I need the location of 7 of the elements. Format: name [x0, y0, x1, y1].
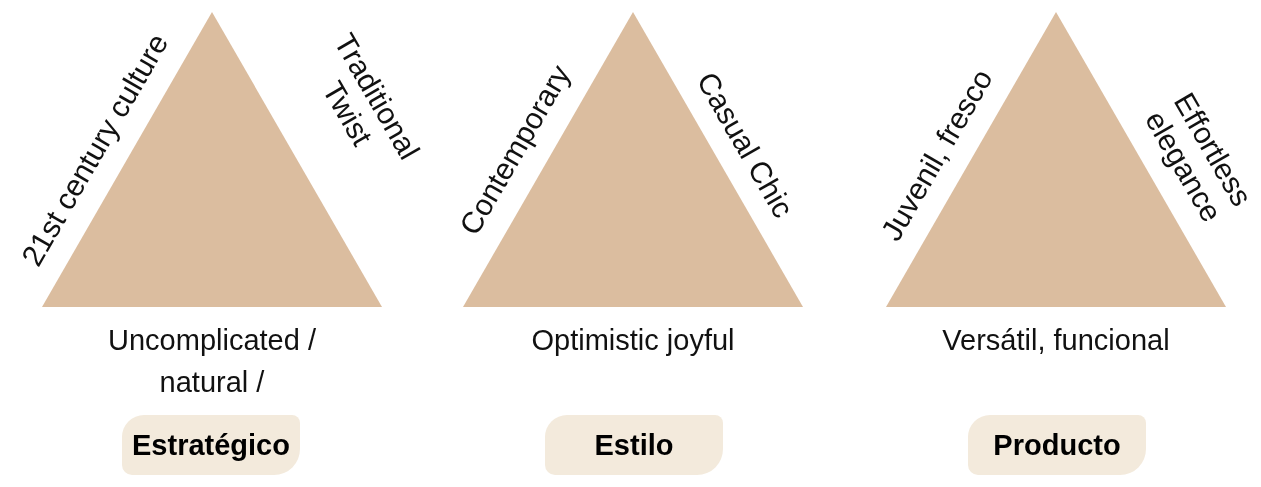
base-label: Optimistic joyful [530, 323, 736, 358]
brush-banner: Estilo [545, 415, 723, 475]
base-label: Versátil, funcional [941, 323, 1171, 358]
base-label: Uncomplicated / natural / [107, 323, 317, 400]
brush-banner: Estratégico [122, 415, 300, 475]
triangle [463, 12, 803, 307]
brush-banner: Producto [968, 415, 1146, 475]
